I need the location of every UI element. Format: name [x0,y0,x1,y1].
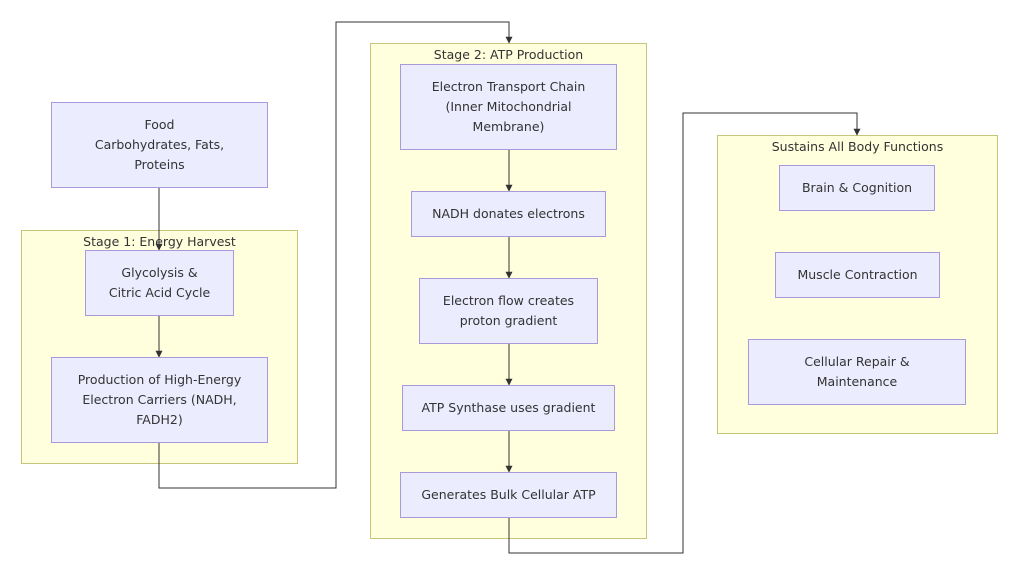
node-repair-label: Cellular Repair & Maintenance [804,354,910,389]
node-nadh-label: NADH donates electrons [432,206,585,221]
cluster-stage1-title: Stage 1: Energy Harvest [83,234,236,249]
node-bulk-atp-label: Generates Bulk Cellular ATP [421,487,596,502]
cluster-stage2-title: Stage 2: ATP Production [433,47,584,62]
node-carriers: Production of High-Energy Electron Carri… [51,357,268,443]
node-nadh: NADH donates electrons [411,191,606,237]
node-muscle: Muscle Contraction [775,252,940,298]
node-food-label: Food Carbohydrates, Fats, Proteins [94,117,225,172]
node-brain-label: Brain & Cognition [801,180,913,195]
node-glycolysis: Glycolysis & Citric Acid Cycle [85,250,234,316]
node-muscle-label: Muscle Contraction [797,267,918,282]
node-food: Food Carbohydrates, Fats, Proteins [51,102,268,188]
node-brain: Brain & Cognition [779,165,935,211]
node-synthase: ATP Synthase uses gradient [402,385,615,431]
node-etc-label: Electron Transport Chain (Inner Mitochon… [431,79,586,134]
node-carriers-label: Production of High-Energy Electron Carri… [77,372,242,427]
node-flow: Electron flow creates proton gradient [419,278,598,344]
node-bulk-atp: Generates Bulk Cellular ATP [400,472,617,518]
node-flow-label: Electron flow creates proton gradient [442,293,575,328]
node-glycolysis-label: Glycolysis & Citric Acid Cycle [108,265,211,300]
node-repair: Cellular Repair & Maintenance [748,339,966,405]
node-synthase-label: ATP Synthase uses gradient [421,400,596,415]
cluster-body-functions-title: Sustains All Body Functions [771,139,944,154]
node-etc: Electron Transport Chain (Inner Mitochon… [400,64,617,150]
